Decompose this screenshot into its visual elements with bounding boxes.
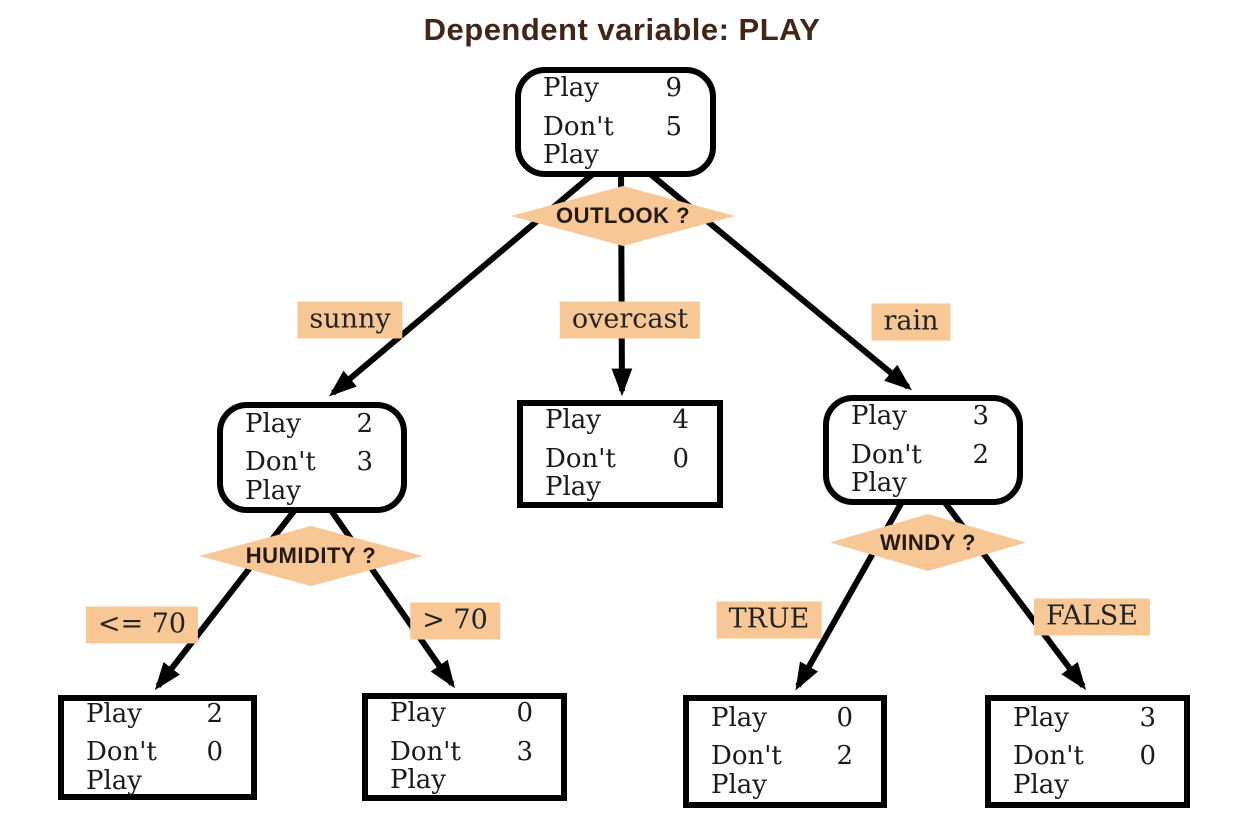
node-root: Play 9 Don't Play 5 [515,67,716,177]
class-label: Play [1013,702,1069,733]
node-row: Don't Play 0 [86,738,223,795]
branch-label-overcast: overcast [559,301,701,339]
class-label: Play [545,405,601,436]
node-row: Play 9 [543,74,682,103]
branch-label-windy-false: FALSE [1033,598,1151,636]
class-label: Play [245,408,301,439]
split-diamond-windy: WINDY ? [830,514,1026,571]
class-label: Play [543,73,599,104]
node-row: Don't Play 3 [390,736,533,796]
branch-label-humidity-high: > 70 [410,602,500,640]
class-label: Don't Play [390,736,461,796]
class-count: 3 [356,447,373,478]
node-leaf-humidity-high: Play 0 Don't Play 3 [362,693,567,801]
node-rain: Play 3 Don't Play 2 [823,395,1023,505]
branch-label-humidity-low: <= 70 [85,606,199,644]
branch-label-sunny: sunny [297,301,403,339]
class-count: 0 [206,737,223,768]
class-count: 2 [972,439,989,470]
node-row: Play 4 [545,406,689,435]
class-label: Don't Play [1013,741,1084,800]
node-row: Play 3 [851,402,989,431]
class-label: Don't Play [711,741,782,800]
class-label: Play [711,702,767,733]
class-count: 0 [672,443,689,474]
node-leaf-windy-false: Play 3 Don't Play 0 [985,695,1190,808]
node-row: Don't Play 3 [245,448,373,505]
node-row: Play 0 [390,699,533,728]
class-label: Don't Play [545,443,616,503]
node-row: Play 2 [245,410,373,439]
diamond-shape-icon [830,514,1026,571]
node-row: Play 3 [1013,704,1156,733]
class-count: 0 [1139,741,1156,772]
branch-label-windy-true: TRUE [716,601,822,639]
diamond-shape-icon [199,526,423,586]
class-count: 3 [516,736,533,767]
node-row: Play 2 [86,700,223,729]
node-row: Don't Play 5 [543,111,682,171]
page-title: Dependent variable: PLAY [423,12,821,47]
node-row: Don't Play 2 [711,742,853,799]
node-sunny: Play 2 Don't Play 3 [217,402,407,513]
class-count: 9 [665,73,682,104]
class-label: Don't Play [543,111,614,171]
class-label: Don't Play [851,439,922,499]
class-count: 2 [836,741,853,772]
diamond-shape-icon [511,186,735,246]
class-count: 2 [206,698,223,729]
class-label: Play [851,401,907,432]
class-count: 2 [356,408,373,439]
split-label: HUMIDITY ? [245,543,377,568]
class-count: 3 [1139,702,1156,733]
node-row: Play 0 [711,704,853,733]
branch-label-rain: rain [871,303,951,341]
class-count: 3 [972,401,989,432]
class-count: 5 [665,111,682,142]
node-leaf-windy-true: Play 0 Don't Play 2 [683,695,887,808]
node-row: Don't Play 2 [851,439,989,499]
node-overcast-leaf: Play 4 Don't Play 0 [517,400,723,508]
split-diamond-outlook: OUTLOOK ? [511,186,735,246]
class-count: 0 [516,698,533,729]
class-count: 0 [836,702,853,733]
class-label: Play [390,698,446,729]
node-row: Don't Play 0 [545,443,689,503]
split-diamond-humidity: HUMIDITY ? [199,526,423,586]
split-label: OUTLOOK ? [555,203,691,228]
class-label: Don't Play [86,737,157,796]
split-label: WINDY ? [880,529,976,555]
class-label: Play [86,698,142,729]
class-count: 4 [672,405,689,436]
node-row: Don't Play 0 [1013,742,1156,799]
class-label: Don't Play [245,447,316,506]
node-leaf-humidity-low: Play 2 Don't Play 0 [58,695,257,800]
